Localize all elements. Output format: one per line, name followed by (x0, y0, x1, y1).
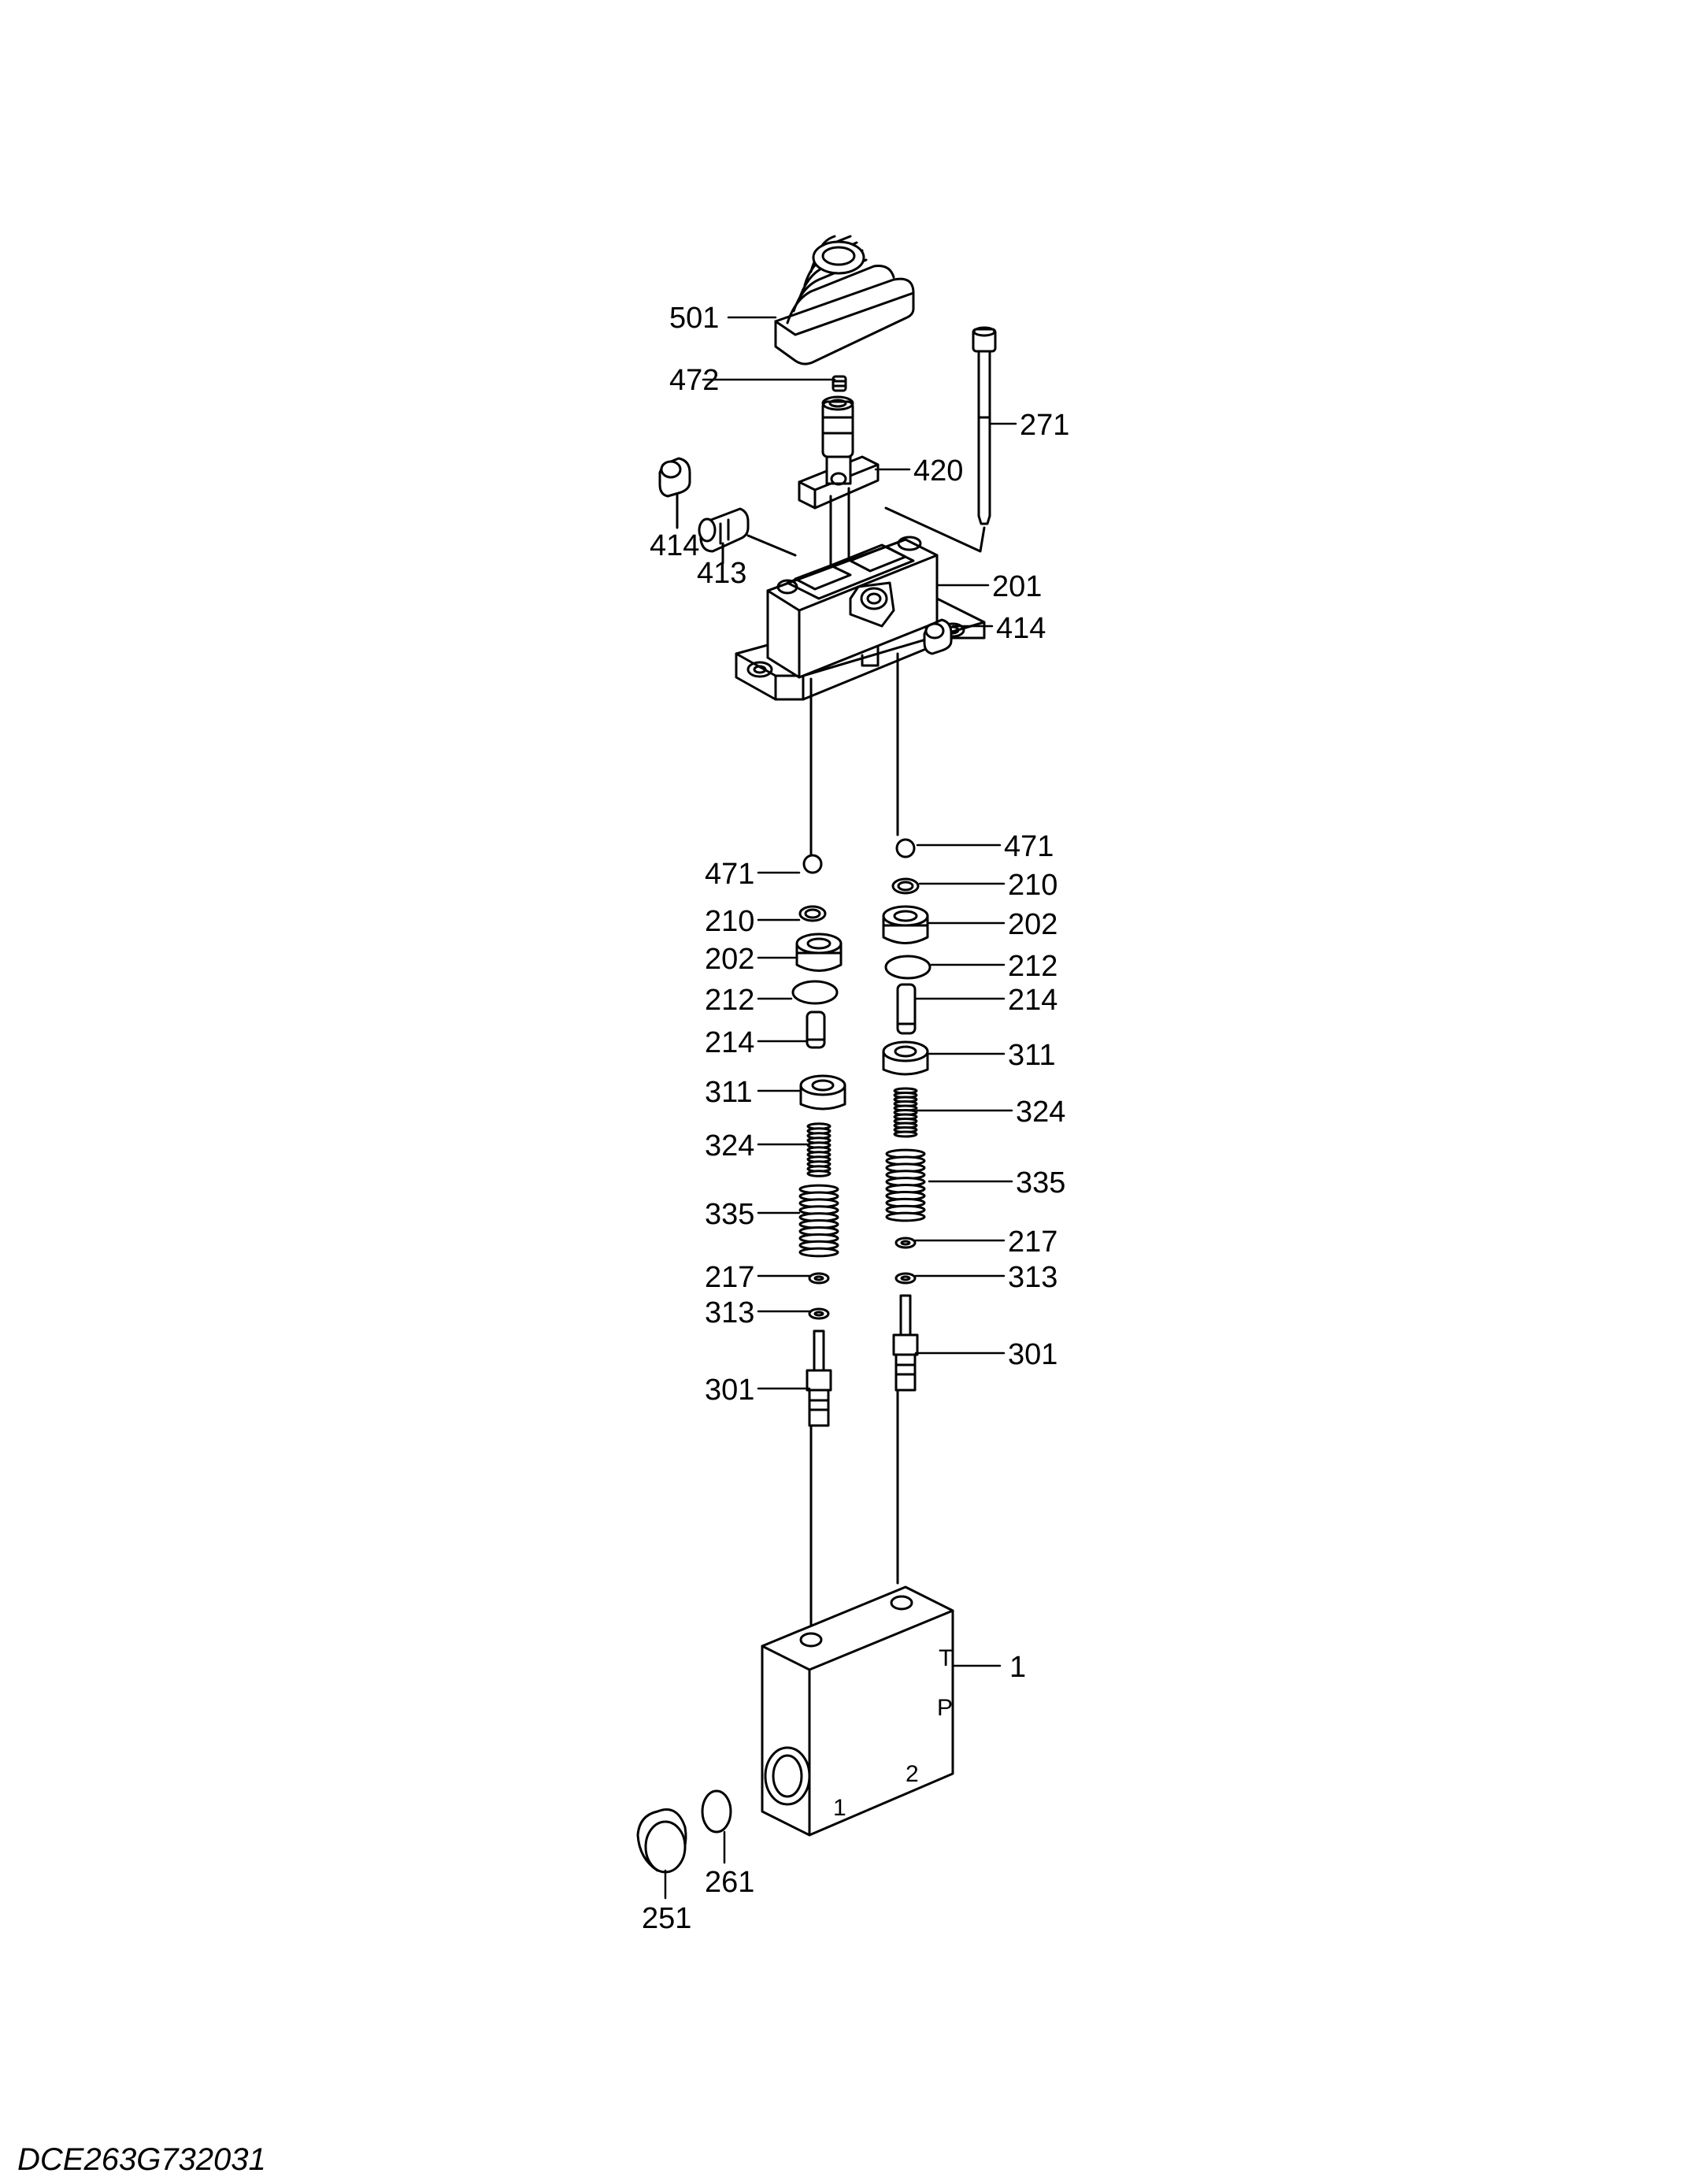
part-271-bolt (973, 328, 995, 524)
label-313-left: 313 (705, 1296, 754, 1329)
label-251: 251 (642, 1902, 691, 1935)
label-313-right: 313 (1008, 1261, 1057, 1294)
right-335-spring (887, 1150, 924, 1221)
part-472-set-screw (833, 376, 846, 391)
part-420-universal-joint (799, 397, 878, 567)
label-217-right: 217 (1008, 1225, 1057, 1259)
port-mark-p: P (937, 1695, 953, 1721)
body-marks: T P 2 1 (833, 1645, 953, 1821)
right-210-ring (893, 879, 918, 893)
port-mark-1: 1 (833, 1795, 846, 1821)
right-202-plug (883, 907, 928, 944)
label-212-left: 212 (705, 984, 754, 1017)
label-202-left: 202 (705, 943, 754, 976)
label-214-right: 214 (1008, 984, 1057, 1017)
label-311-left: 311 (705, 1076, 753, 1109)
left-471-ball (804, 855, 821, 873)
left-335-spring (800, 1185, 838, 1256)
label-261: 261 (705, 1866, 754, 1899)
right-217-washer (896, 1238, 915, 1248)
part-251-plug (638, 1810, 686, 1873)
label-271: 271 (1020, 409, 1069, 442)
left-313-washer (809, 1309, 828, 1318)
label-501: 501 (669, 302, 719, 335)
part-414-pin-left (660, 458, 690, 528)
label-214-left: 214 (705, 1026, 754, 1059)
label-212-right: 212 (1008, 950, 1057, 983)
part-413-shaft (699, 509, 795, 563)
left-324-spring (808, 1124, 830, 1177)
right-311-spring-seat (883, 1042, 928, 1074)
label-301-left: 301 (705, 1374, 754, 1407)
left-217-washer (809, 1274, 828, 1283)
right-214-pusher (898, 984, 915, 1033)
right-324-spring (894, 1088, 917, 1136)
label-420: 420 (913, 454, 963, 488)
left-311-spring-seat (801, 1076, 845, 1109)
right-471-ball (897, 840, 914, 857)
label-201: 201 (992, 570, 1042, 603)
label-1: 1 (1009, 1651, 1026, 1684)
port-mark-t: T (939, 1645, 953, 1671)
left-210-ring (800, 907, 825, 921)
label-472: 472 (669, 364, 719, 397)
part-1-valve-body (762, 1587, 953, 1835)
right-212-oring (886, 956, 930, 978)
callout-labels: 501 472 271 420 414 413 201 414 471 471 … (642, 302, 1069, 1935)
left-212-oring (793, 981, 837, 1003)
part-261-oring (702, 1791, 731, 1832)
drawing-code: DCE263G732031 (17, 2142, 266, 2177)
right-313-washer (896, 1274, 915, 1283)
left-214-pusher (807, 1012, 824, 1048)
left-202-plug (797, 934, 841, 971)
label-217-left: 217 (705, 1261, 754, 1294)
label-324-right: 324 (1016, 1096, 1065, 1129)
label-335-left: 335 (705, 1198, 754, 1231)
label-414-right: 414 (996, 612, 1046, 645)
left-301-spool (807, 1331, 831, 1426)
label-202-right: 202 (1008, 908, 1057, 941)
label-414-left: 414 (650, 529, 699, 562)
label-311-right: 311 (1008, 1039, 1056, 1072)
label-210-left: 210 (705, 905, 754, 938)
label-413: 413 (697, 557, 746, 590)
part-501-boot (776, 236, 913, 364)
label-335-right: 335 (1016, 1166, 1065, 1200)
port-mark-2: 2 (906, 1761, 919, 1787)
label-210-right: 210 (1008, 869, 1057, 902)
label-471-left: 471 (705, 858, 754, 891)
label-471-right: 471 (1004, 830, 1054, 863)
right-301-spool (894, 1296, 917, 1390)
part-414-pin-right (924, 620, 951, 654)
label-301-right: 301 (1008, 1338, 1057, 1371)
axis-lines (809, 652, 899, 1640)
part-201-casing (736, 508, 984, 699)
leader-lines (664, 316, 1017, 1900)
label-324-left: 324 (705, 1129, 754, 1162)
